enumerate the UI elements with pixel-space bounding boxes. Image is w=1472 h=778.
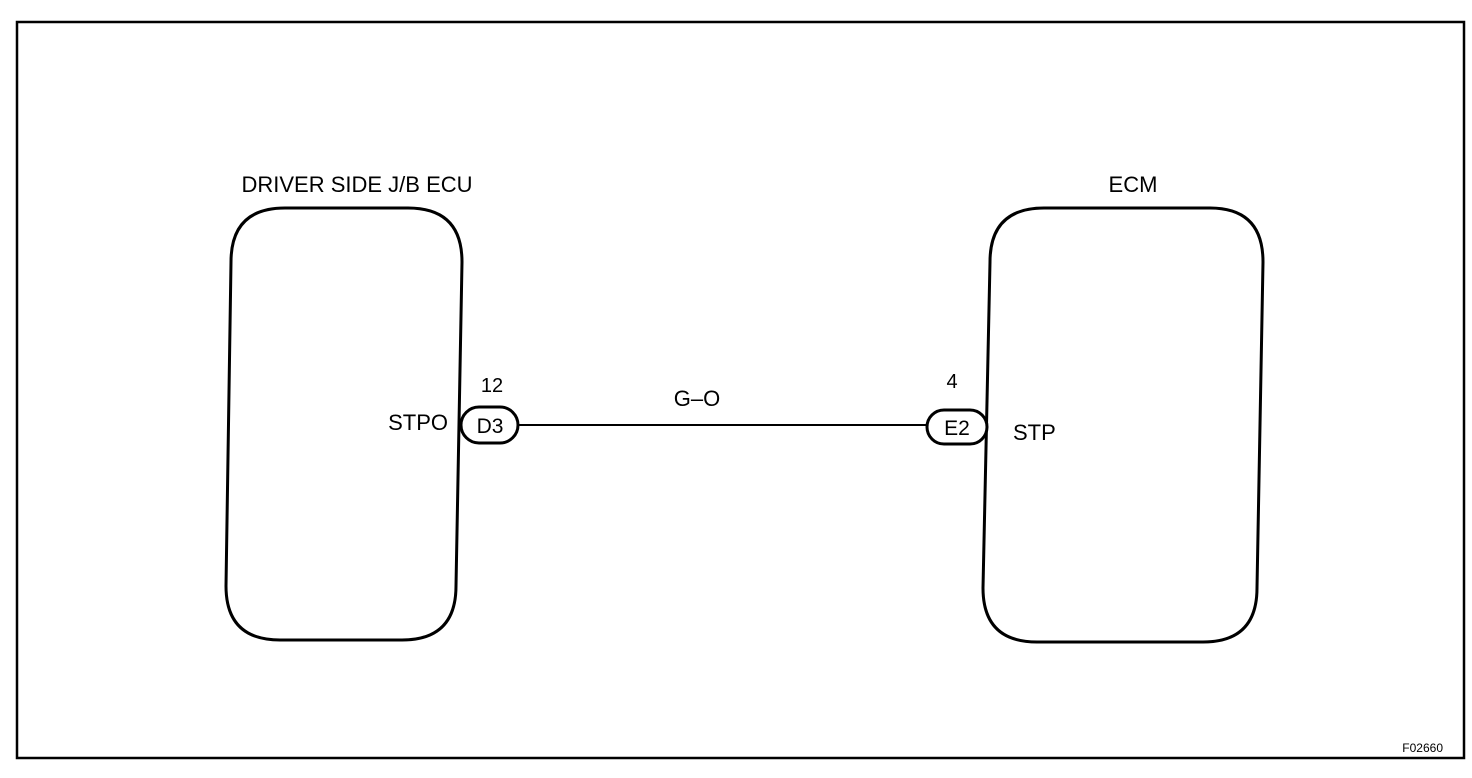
left-connector-code: D3 [477,415,504,438]
left-terminal-label: STPO [388,410,448,435]
right-component-title: ECM [1109,172,1158,197]
left-pin-number: 12 [481,375,503,397]
wire-color-label: G–O [674,386,720,411]
connector-e2 [925,408,989,446]
left-component-title: DRIVER SIDE J/B ECU [241,172,472,197]
right-connector-code: E2 [944,417,970,440]
driver-side-jb-ecu-box [224,206,464,642]
right-pin-number: 4 [946,371,957,393]
ecm-box [981,206,1265,644]
connector-d3 [459,405,520,445]
figure-id: F02660 [1402,741,1443,755]
right-terminal-label: STP [1013,420,1056,445]
diagram-frame [15,20,1466,760]
